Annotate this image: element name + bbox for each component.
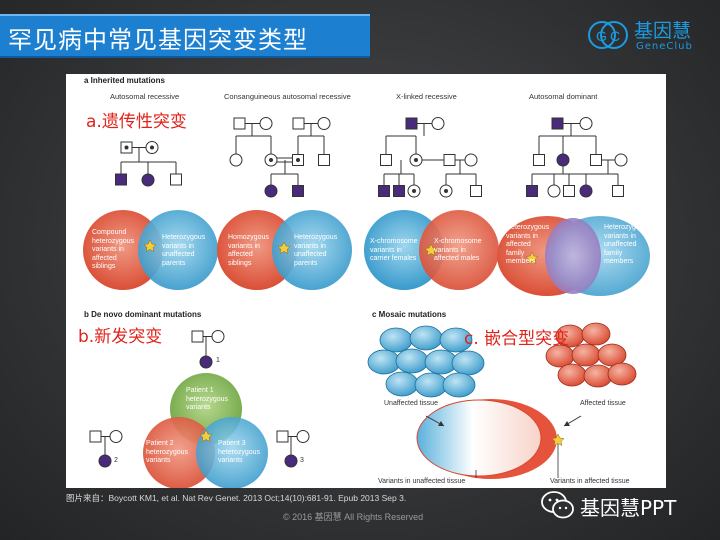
venn-label-patient-1: Patient 1 heterozygous variants	[186, 387, 229, 411]
pedigree-denovo-2	[89, 430, 123, 468]
venn-denovo	[143, 373, 268, 488]
venn-label-parents-1: Heterozygous variants in unaffected pare…	[162, 234, 206, 267]
venn-label-carrier-females: X-chromosome variants in carrier females	[370, 238, 418, 262]
page-title: 罕见病中常见基因突变类型	[8, 26, 308, 54]
overlay-inherited: a.遗传性突变	[86, 112, 187, 132]
logo-name: 基因慧	[634, 20, 692, 42]
label-variants-affected: Variants in affected tissue	[550, 478, 630, 485]
pedigree-autosomal-dominant	[526, 117, 628, 198]
venn-label-homozygous: Homozygous variants in affected siblings	[228, 234, 269, 267]
venn-label-patient-3: Patient 3 heterozygous variants	[218, 440, 261, 464]
mosaic-ellipse	[416, 399, 582, 479]
wechat-icon	[541, 491, 574, 519]
figure: a Inherited mutations Autosomal recessiv…	[66, 74, 666, 488]
source-citation: 图片来自：Boycott KM1, et al. Nat Rev Genet. …	[66, 493, 407, 503]
figure-graphics	[83, 117, 650, 488]
venn-label-patient-2: Patient 2 heterozygous variants	[146, 440, 189, 464]
wechat-badge: 基因慧PPT	[540, 488, 710, 524]
logo-subtitle: GeneClub	[636, 41, 693, 52]
pedigree-autosomal-recessive	[115, 141, 182, 187]
patient-2-number: 2	[114, 457, 118, 464]
overlay-denovo: b.新发突变	[78, 327, 163, 347]
section-a-heading: a Inherited mutations	[84, 76, 165, 85]
venn-x-linked	[364, 210, 499, 290]
section-c-heading: c Mosaic mutations	[372, 310, 447, 319]
pedigree-consanguineous	[229, 117, 331, 198]
tissue-affected	[545, 322, 637, 388]
pedigree-x-linked	[378, 117, 482, 198]
venn-label-affected-family: Heterozygous variants in affected family…	[506, 224, 550, 265]
wechat-account-name: 基因慧PPT	[580, 496, 677, 520]
overlay-mosaic: c. 嵌合型突变	[464, 329, 570, 349]
venn-label-affected-males: X-chromosome variants in affected males	[434, 238, 482, 262]
patient-3-number: 3	[300, 457, 304, 464]
logo-icon: G C	[588, 21, 628, 49]
logo: G C 基因慧 GeneClub	[586, 14, 716, 56]
panel-title-x-linked: X-linked recessive	[396, 92, 457, 101]
copyright-footer: © 2016 基因慧 All Rights Reserved	[283, 512, 424, 522]
panel-title-autosomal-recessive: Autosomal recessive	[110, 92, 180, 101]
venn-label-unaffected-family: Heterozygous variants in unaffected fami…	[604, 224, 648, 265]
svg-text:C: C	[610, 28, 620, 44]
label-variants-unaffected: Variants in unaffected tissue	[378, 478, 466, 485]
venn-label-compound: Compound heterozygous variants in affect…	[92, 229, 135, 270]
venn-label-parents-2: Heterozygous variants in unaffected pare…	[294, 234, 338, 267]
panel-title-autosomal-dominant: Autosomal dominant	[529, 92, 598, 101]
tissue-unaffected	[367, 325, 485, 398]
pedigree-denovo-1	[191, 330, 225, 369]
panel-title-consanguineous: Consanguineous autosomal recessive	[224, 92, 351, 101]
label-unaffected-tissue: Unaffected tissue	[384, 400, 438, 407]
section-b-heading: b De novo dominant mutations	[84, 310, 202, 319]
venn-autosomal-recessive	[83, 210, 218, 290]
pedigree-denovo-3	[276, 430, 310, 468]
label-affected-tissue: Affected tissue	[580, 400, 626, 407]
venn-autosomal-dominant	[497, 216, 650, 296]
svg-text:G: G	[596, 28, 607, 44]
venn-consanguineous	[217, 210, 352, 290]
patient-1-number: 1	[216, 357, 220, 364]
title-bar: 罕见病中常见基因突变类型	[0, 14, 370, 58]
